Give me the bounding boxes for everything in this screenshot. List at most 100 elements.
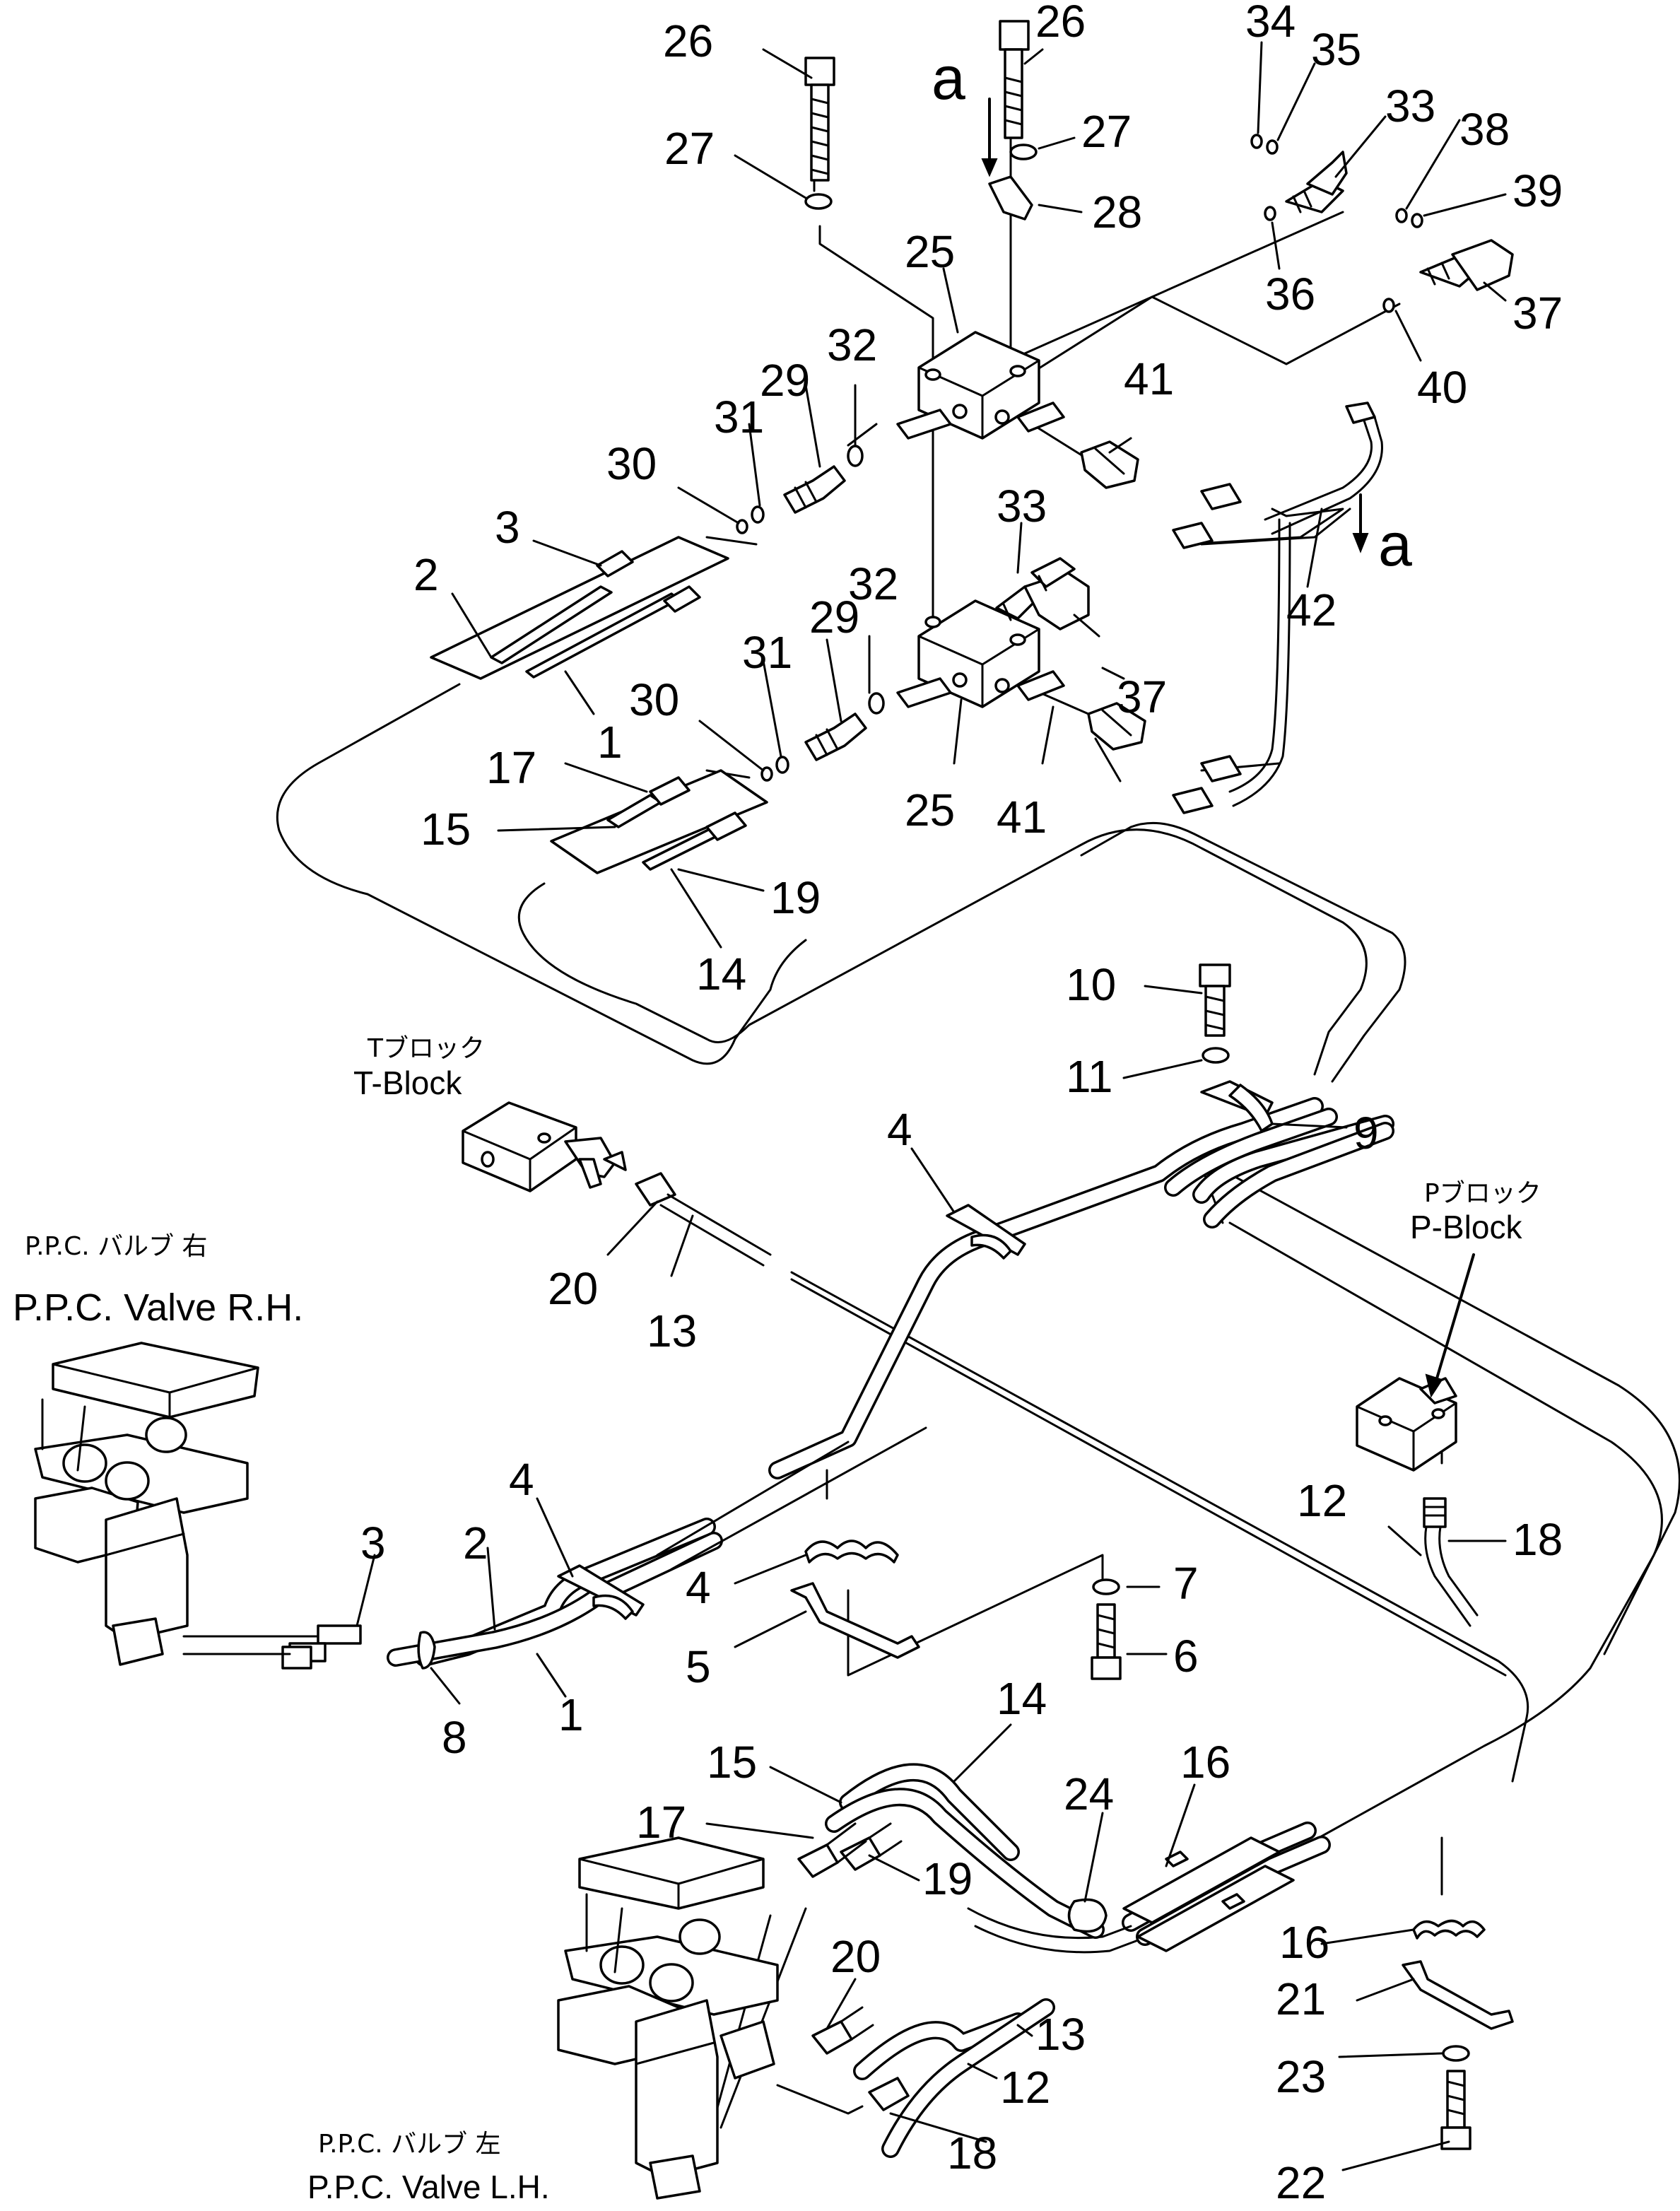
clamp-4-lower [557,1564,645,1620]
band-24 [1067,1898,1108,1933]
oring-30-lower [760,766,773,782]
fitting-29-lower [804,712,867,761]
washer-23 [1442,2045,1470,2062]
callout-32: 32 [827,319,877,370]
oring-30-upper [736,519,748,534]
callout-31: 31 [714,392,764,442]
callout-25: 25 [905,785,955,835]
fitting-20-upper [635,1172,772,1267]
callout-24: 24 [1064,1769,1114,1819]
callout-4: 4 [887,1104,912,1155]
callout-30: 30 [606,438,657,489]
callout-16: 16 [1279,1917,1329,1968]
callout-23: 23 [1276,2051,1326,2102]
callout-13: 13 [1035,2009,1086,2060]
callout-26: 26 [1035,0,1086,47]
oring-35 [1266,139,1279,155]
fittings-20-18-lower [811,2006,910,2111]
hose-kit-1-2-3 [430,536,729,680]
callout-15: 15 [421,804,471,855]
bolt-6 [1091,1603,1122,1680]
callout-2: 2 [413,549,439,600]
callout-10: 10 [1066,959,1116,1010]
callout-41: 41 [997,792,1047,843]
callout-33: 33 [1385,81,1435,131]
callout-14: 14 [997,1673,1047,1724]
callout-12: 12 [1297,1475,1347,1526]
bracket-21 [1402,1960,1514,2030]
callout-19: 19 [770,872,821,923]
oring-31-upper [751,505,765,524]
ppc-valve-rh-label-jp: P.P.C. バルブ 右 [25,1232,208,1261]
callout-26: 26 [663,16,713,66]
view-mark-a: a [932,45,965,112]
sensor-41-upper [1080,440,1139,489]
callout-32: 32 [848,558,898,609]
callout-18: 18 [947,2128,997,2178]
callouts: 26 26 27 27 28 a 34 35 33 38 39 36 37 40… [360,0,1563,2208]
elbow-33-37-lower [995,557,1090,631]
oring-38 [1395,208,1408,223]
callout-7: 7 [1173,1558,1199,1609]
callout-36: 36 [1265,269,1315,319]
callout-17: 17 [636,1797,686,1848]
bolt-26-right [999,20,1030,139]
callout-3: 3 [360,1518,386,1568]
callout-41: 41 [1124,353,1174,404]
elbow-33-upper [1285,151,1348,213]
bolt-26-left [804,57,835,182]
callout-30: 30 [629,674,679,725]
callout-37: 37 [1117,671,1167,722]
callout-21: 21 [1276,1974,1326,2024]
callout-4: 4 [686,1562,711,1613]
ppc-valve-lh-label: P.P.C. Valve L.H. [307,2169,550,2205]
callout-27: 27 [1081,106,1132,157]
ppc-valve-rh [34,1342,259,1666]
callout-17: 17 [486,742,536,793]
p-block-label-jp: Pブロック [1424,1179,1541,1208]
fittings-17-19-lower [797,1822,903,1878]
callout-12: 12 [1000,2062,1050,2113]
callout-28: 28 [1092,187,1142,237]
clamp-16 [1122,1836,1295,1952]
captions: Tブロック T-Block Pブロック P-Block P.P.C. バルブ 右… [13,1034,1541,2205]
callout-18: 18 [1512,1514,1563,1565]
fitting-29-upper [783,465,846,514]
washer-27-right [1009,143,1038,160]
callout-9: 9 [1353,1108,1379,1159]
callout-8: 8 [442,1712,467,1763]
washer-11 [1202,1047,1230,1064]
oring-39 [1411,213,1423,228]
block-25-lower [896,599,1065,708]
oring-40 [1382,298,1395,313]
t-block-label-jp: Tブロック [367,1034,485,1063]
callout-27: 27 [664,123,715,174]
harness-42 [1172,401,1383,814]
p-block [1356,1377,1457,1528]
clip-28 [988,175,1033,221]
callout-14: 14 [696,949,746,999]
washer-27-left [804,193,833,210]
callout-5: 5 [686,1641,711,1692]
callout-3: 3 [495,502,520,553]
callout-39: 39 [1512,165,1563,216]
block-25-upper [896,331,1065,440]
callout-33: 33 [997,481,1047,532]
callout-1: 1 [558,1689,584,1740]
callout-4: 4 [509,1454,534,1505]
hose-kit-14-15-17-19 [550,769,768,874]
elbow-37-upper [1419,239,1514,291]
leader-lines [356,41,1507,2171]
view-mark-a: a [1378,511,1412,579]
clamp-4-mid [946,1204,1026,1260]
callout-13: 13 [647,1306,697,1356]
oring-31-lower [775,756,789,774]
bolt-22 [1440,2070,1472,2150]
callout-38: 38 [1459,104,1510,155]
clamp-9 [1200,1080,1274,1132]
clamp-4-exploded [804,1540,899,1564]
bolt-10 [1199,963,1231,1037]
callout-22: 22 [1276,2157,1326,2208]
oring-32-upper [847,445,864,467]
